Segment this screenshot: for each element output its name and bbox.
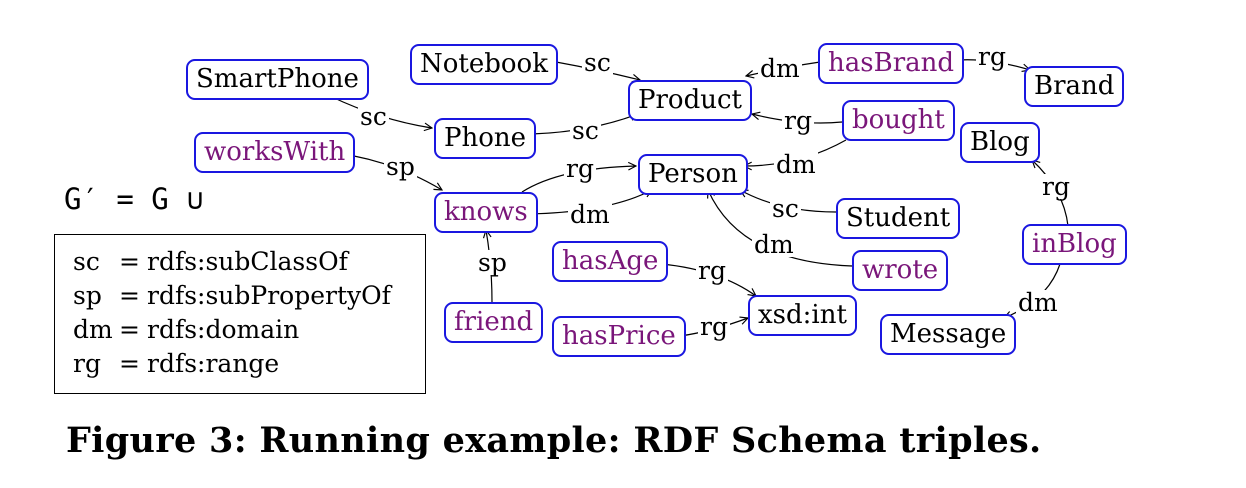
edge-label-dm: dm [568, 200, 612, 229]
edge-label-rg: rg [782, 106, 814, 135]
legend-full: rdfs:range [147, 349, 280, 378]
edge-label-dm: dm [774, 150, 818, 179]
legend-equals: = [119, 349, 140, 378]
edge-label-sp: sp [476, 248, 509, 277]
node-workswith: worksWith [194, 132, 356, 173]
edge-label-sc: sc [570, 116, 601, 145]
node-wrote: wrote [852, 250, 949, 291]
legend-row: sc = rdfs:subClassOf [73, 245, 425, 279]
edge-label-sc: sc [358, 102, 389, 131]
edge-label-sc: sc [770, 194, 801, 223]
legend-abbr: dm [73, 315, 113, 344]
legend-full: rdfs:subPropertyOf [147, 281, 391, 310]
edge-label-rg: rg [698, 312, 730, 341]
node-hasprice: hasPrice [552, 316, 686, 357]
figure-caption: Figure 3: Running example: RDF Schema tr… [66, 420, 1042, 461]
node-brand: Brand [1024, 66, 1125, 107]
node-product: Product [628, 80, 752, 121]
edge-label-rg: rg [976, 42, 1008, 71]
edge-label-dm: dm [1016, 288, 1060, 317]
legend-abbr: sc [73, 247, 100, 276]
legend-row: rg = rdfs:range [73, 347, 425, 381]
edge-label-rg: rg [696, 256, 728, 285]
node-inblog: inBlog [1022, 224, 1127, 265]
node-blog: Blog [960, 122, 1040, 163]
legend-abbr: rg [73, 349, 101, 378]
legend-box: sc = rdfs:subClassOf sp = rdfs:subProper… [54, 234, 426, 394]
edge-label-sp: sp [384, 152, 417, 181]
legend-full: rdfs:subClassOf [147, 247, 348, 276]
node-bought: bought [842, 100, 955, 141]
node-hasbrand: hasBrand [818, 43, 965, 84]
legend-full: rdfs:domain [147, 315, 300, 344]
legend-equals: = [119, 315, 140, 344]
node-student: Student [836, 198, 961, 239]
legend-row: sp = rdfs:subPropertyOf [73, 279, 425, 313]
legend-row: dm = rdfs:domain [73, 313, 425, 347]
legend-equals: = [119, 281, 140, 310]
node-smartphone: SmartPhone [186, 59, 369, 100]
graph-union-formula: G′ = G ∪ [64, 182, 204, 216]
edge-label-rg: rg [1040, 172, 1072, 201]
legend-abbr: sp [73, 281, 102, 310]
edge-label-rg: rg [564, 154, 596, 183]
edge-label-dm: dm [758, 54, 802, 83]
node-message: Message [880, 314, 1017, 355]
node-phone: Phone [434, 118, 537, 159]
edge-label-dm: dm [752, 230, 796, 259]
node-friend: friend [444, 302, 544, 343]
node-xsdint: xsd:int [748, 295, 857, 336]
node-knows: knows [434, 192, 538, 233]
node-person: Person [638, 154, 748, 195]
node-hasage: hasAge [552, 241, 669, 282]
legend-equals: = [119, 247, 140, 276]
node-notebook: Notebook [410, 44, 558, 85]
edge-label-sc: sc [582, 48, 613, 77]
